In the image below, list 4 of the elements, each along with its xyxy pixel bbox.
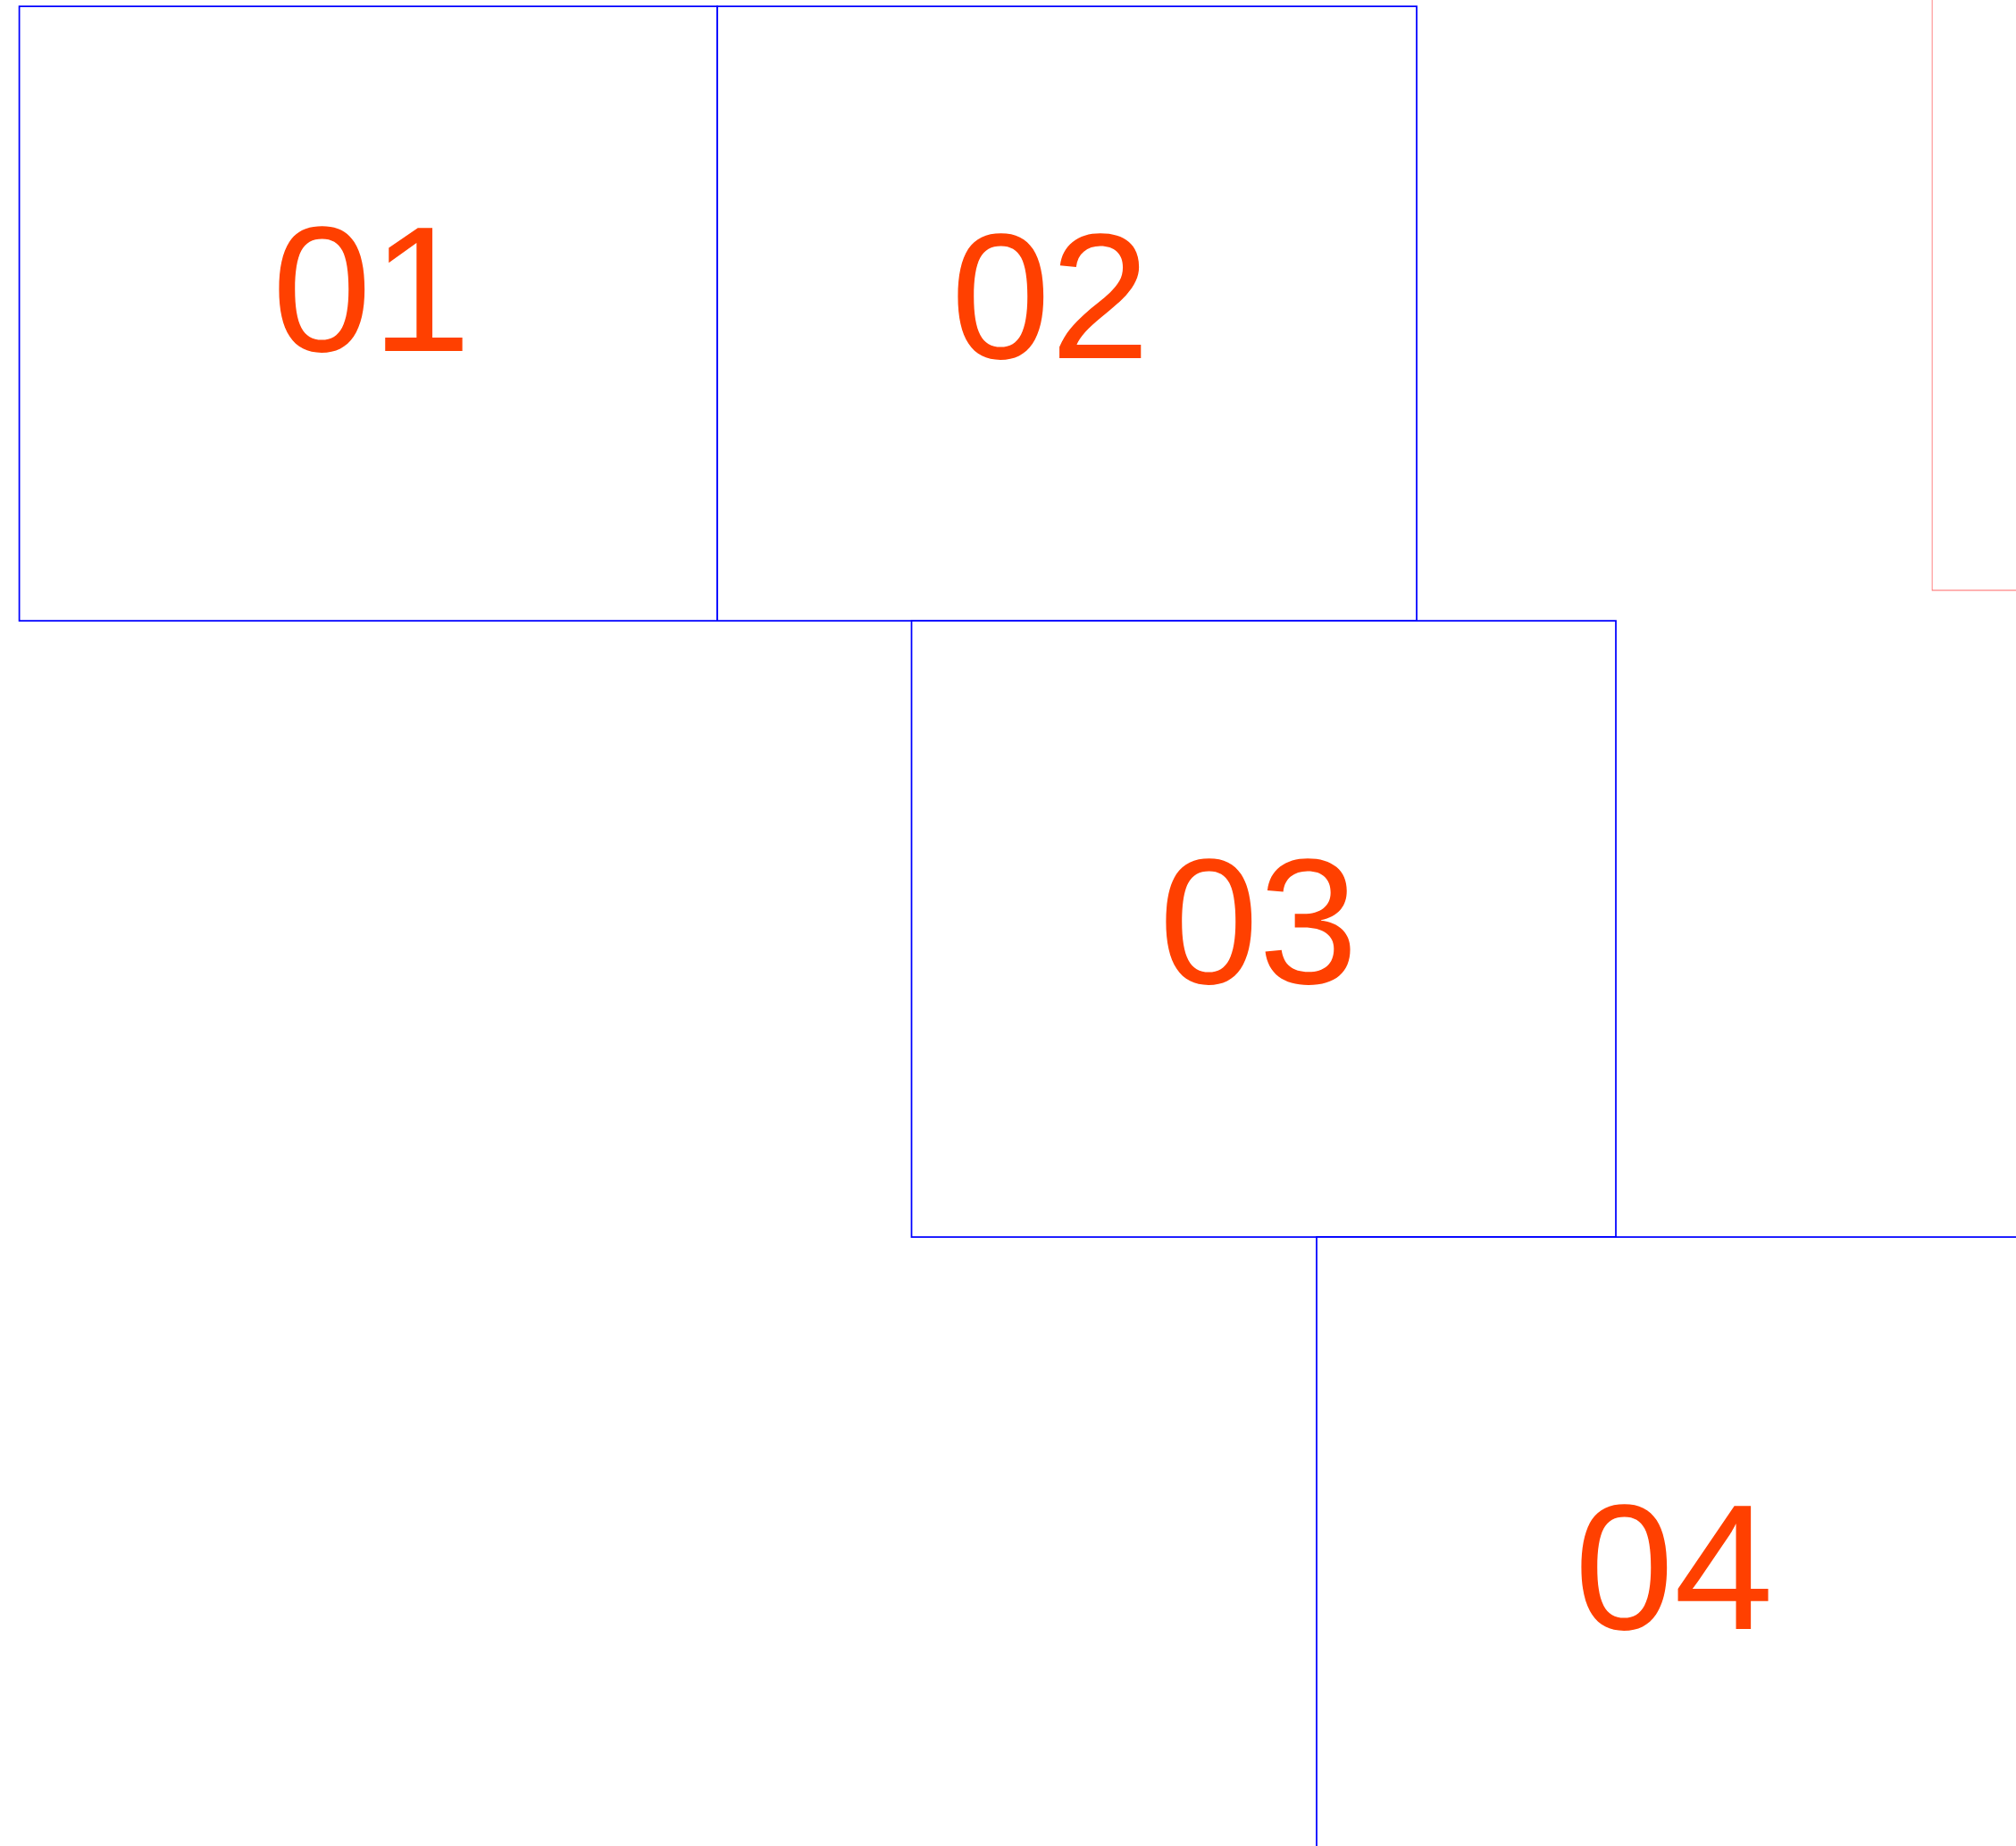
number-box: 02 — [716, 5, 1418, 622]
number-box: 04 — [1316, 1236, 2016, 1846]
number-box: 01 — [18, 5, 718, 622]
number-box: 03 — [910, 620, 1617, 1238]
